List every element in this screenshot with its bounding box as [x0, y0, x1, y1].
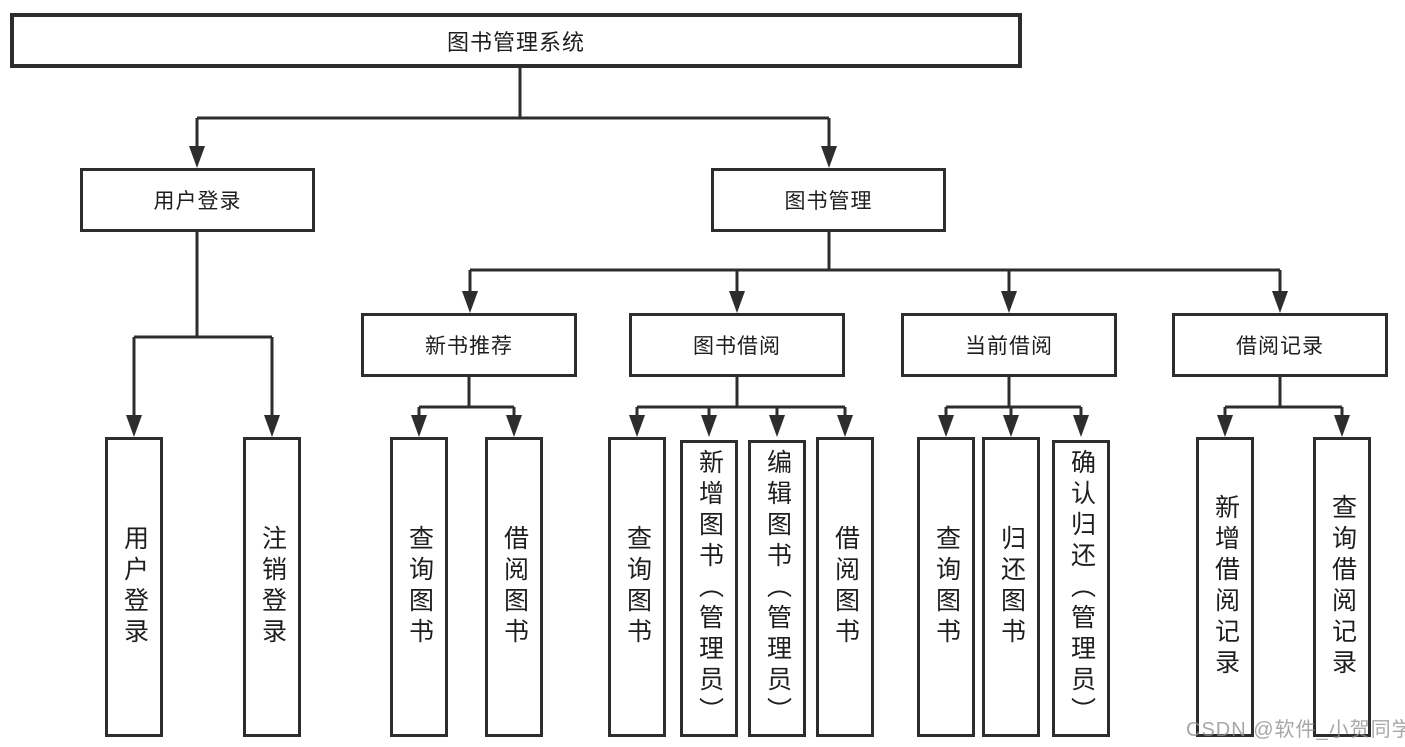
- node-borrow-records: 借阅记录: [1172, 313, 1388, 377]
- node-user-login-leaf-label: 用户登录: [120, 525, 149, 649]
- arrowhead: [1003, 415, 1019, 437]
- node-new-book-recommend: 新书推荐: [361, 313, 577, 377]
- arrowhead: [938, 415, 954, 437]
- arrowhead: [411, 415, 427, 437]
- node-return-book-label: 归还图书: [997, 525, 1026, 649]
- node-book-management: 图书管理: [711, 168, 946, 232]
- arrowhead: [729, 291, 745, 313]
- node-confirm-return-admin-label: 确认归还（管理员）: [1067, 449, 1096, 728]
- arrowhead: [189, 146, 205, 168]
- node-add-borrow-record: 新增借阅记录: [1196, 437, 1254, 737]
- node-query-books-newbook: 查询图书: [390, 437, 448, 737]
- node-book-borrow: 图书借阅: [629, 313, 845, 377]
- connector-root: [195, 68, 831, 148]
- node-add-book-admin: 新增图书（管理员）: [680, 440, 738, 737]
- arrowhead: [1272, 291, 1288, 313]
- node-logout-leaf: 注销登录: [243, 437, 301, 737]
- arrowhead: [821, 146, 837, 168]
- node-query-books-borrow: 查询图书: [608, 437, 666, 737]
- node-borrow-records-label: 借阅记录: [1236, 335, 1324, 358]
- watermark-text: CSDN @软件_小贺同学: [1186, 719, 1405, 741]
- arrowhead: [1217, 415, 1233, 437]
- node-confirm-return-admin: 确认归还（管理员）: [1052, 440, 1110, 737]
- node-borrow-books-newbook-label: 借阅图书: [500, 525, 529, 649]
- arrowhead: [837, 415, 853, 437]
- node-query-books-newbook-label: 查询图书: [405, 525, 434, 649]
- node-user-login: 用户登录: [80, 168, 315, 232]
- node-add-borrow-record-label: 新增借阅记录: [1211, 494, 1240, 680]
- arrowhead: [1334, 415, 1350, 437]
- arrowhead: [126, 415, 142, 437]
- node-book-management-label: 图书管理: [784, 190, 873, 213]
- node-borrow-books-borrow: 借阅图书: [816, 437, 874, 737]
- connector-current-borrow: [944, 377, 1083, 418]
- node-query-books-current: 查询图书: [917, 437, 975, 737]
- node-user-login-leaf: 用户登录: [105, 437, 163, 737]
- node-edit-book-admin: 编辑图书（管理员）: [748, 440, 806, 737]
- connector-book-management: [468, 232, 1282, 294]
- node-current-borrow: 当前借阅: [901, 313, 1117, 377]
- connector-new-book: [417, 377, 516, 418]
- node-edit-book-admin-label: 编辑图书（管理员）: [763, 449, 792, 728]
- node-borrow-books-borrow-label: 借阅图书: [831, 525, 860, 649]
- node-borrow-books-newbook: 借阅图书: [485, 437, 543, 737]
- node-query-books-current-label: 查询图书: [932, 525, 961, 649]
- node-query-borrow-record: 查询借阅记录: [1313, 437, 1371, 737]
- arrowhead: [462, 291, 478, 313]
- node-logout-leaf-label: 注销登录: [258, 525, 287, 649]
- node-root: 图书管理系统: [10, 13, 1022, 68]
- node-add-book-admin-label: 新增图书（管理员）: [695, 449, 724, 728]
- node-query-books-borrow-label: 查询图书: [623, 525, 652, 649]
- node-current-borrow-label: 当前借阅: [965, 335, 1053, 358]
- node-root-label: 图书管理系统: [446, 29, 585, 55]
- node-user-login-label: 用户登录: [153, 190, 242, 213]
- node-query-borrow-record-label: 查询借阅记录: [1328, 494, 1357, 680]
- arrowhead: [629, 415, 645, 437]
- connector-book-borrow: [635, 377, 847, 418]
- node-return-book: 归还图书: [982, 437, 1040, 737]
- arrowhead: [1073, 415, 1089, 437]
- arrowhead: [701, 415, 717, 437]
- arrowhead: [264, 415, 280, 437]
- node-new-book-recommend-label: 新书推荐: [425, 335, 513, 358]
- connector-user-login: [132, 232, 274, 418]
- arrowhead: [769, 415, 785, 437]
- node-book-borrow-label: 图书借阅: [693, 335, 781, 358]
- arrowhead: [506, 415, 522, 437]
- arrowhead: [1001, 291, 1017, 313]
- connector-borrow-records: [1223, 377, 1344, 418]
